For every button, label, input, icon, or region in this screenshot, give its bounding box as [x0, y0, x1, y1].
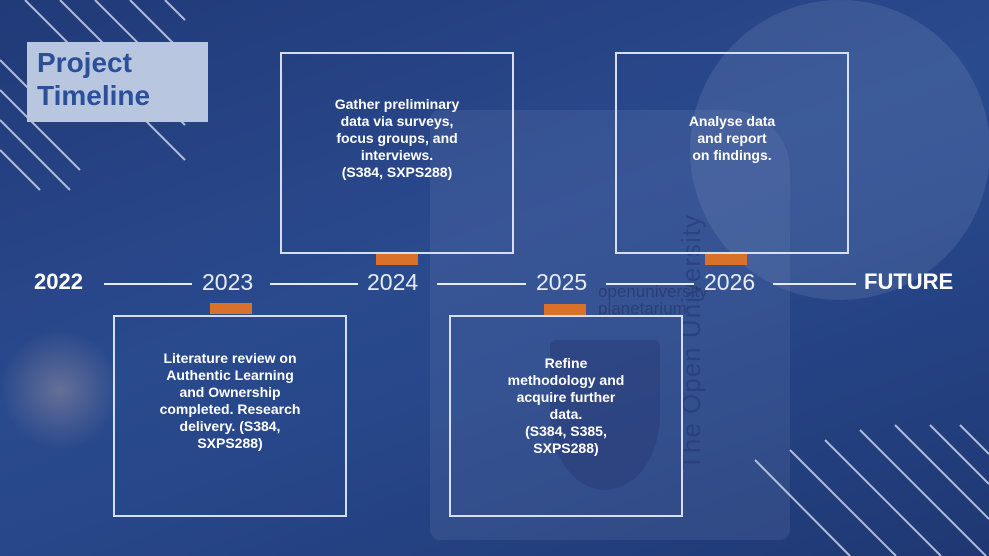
- year-label-2024: 2024: [367, 269, 419, 295]
- hatch-decoration-bottom-right: [754, 424, 989, 556]
- timeline-segment: [437, 283, 526, 285]
- year-label-future: FUTURE: [864, 269, 954, 294]
- year-label-2025: 2025: [536, 269, 588, 295]
- timeline-segment: [270, 283, 358, 285]
- title-box: [27, 42, 208, 122]
- timeline-segment: [606, 283, 694, 285]
- milestone-card-2025: Refine methodology and acquire further d…: [449, 315, 683, 517]
- year-label-2026: 2026: [704, 269, 756, 295]
- milestone-card-2024: Gather preliminary data via surveys, foc…: [280, 52, 514, 254]
- year-label-2023: 2023: [202, 269, 254, 295]
- milestone-text-2025: Refine methodology and acquire further d…: [507, 355, 625, 456]
- year-label-2022: 2022: [34, 269, 83, 294]
- milestone-card-2023: Literature review on Authentic Learning …: [113, 315, 347, 517]
- background-logo-text: openuniversity planetarium: [598, 282, 708, 318]
- timeline-segment: [773, 283, 856, 285]
- timeline-segment: [104, 283, 192, 285]
- connector-tab-2026: [705, 254, 747, 265]
- connector-tab-2023: [210, 303, 252, 314]
- milestone-text-2024: Gather preliminary data via surveys, foc…: [334, 95, 460, 180]
- milestone-card-2026: Analyse data and report on findings.: [615, 52, 849, 254]
- connector-tab-2025: [544, 304, 586, 315]
- milestone-text-2026: Analyse data and report on findings.: [688, 112, 776, 163]
- background-photo-light: [0, 330, 120, 450]
- milestone-text-2023: Literature review on Authentic Learning …: [159, 350, 301, 451]
- page-title: Project Timeline: [37, 47, 151, 111]
- connector-tab-2024: [376, 254, 418, 265]
